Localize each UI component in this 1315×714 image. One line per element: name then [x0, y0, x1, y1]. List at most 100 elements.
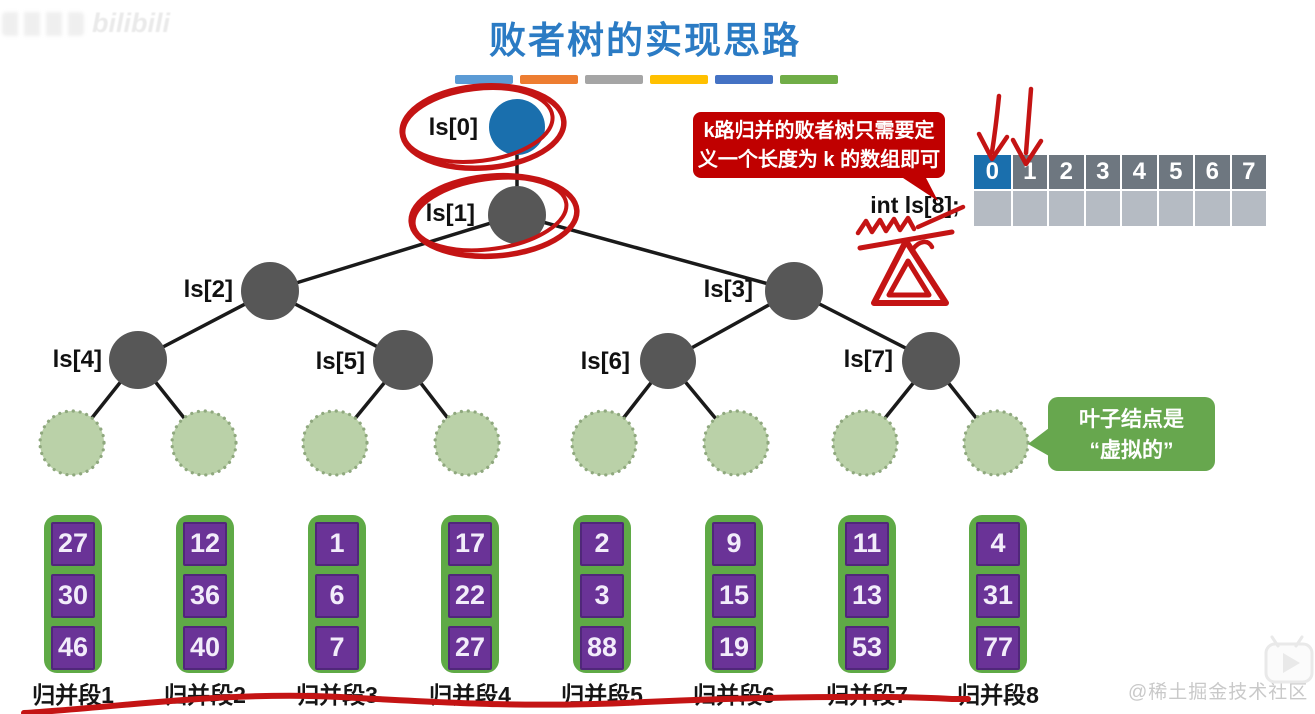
annotation-line1: k路归并的败者树只需要定 — [703, 120, 935, 142]
segment-label-7: 归并段7 — [826, 682, 908, 708]
segment-label-6: 归并段6 — [693, 682, 775, 708]
segment-value: 27 — [448, 626, 492, 670]
segment-8: 4 31 77 — [969, 515, 1027, 673]
leaf-nodes — [38, 409, 1030, 477]
segment-value: 30 — [51, 574, 95, 618]
leaf-node-circle — [170, 409, 238, 477]
segment-5: 2 3 88 — [573, 515, 631, 673]
leaf-node-circle — [831, 409, 899, 477]
segment-value: 17 — [448, 522, 492, 566]
leaf-node-circle — [301, 409, 369, 477]
segment-value: 12 — [183, 522, 227, 566]
segment-7: 11 13 53 — [838, 515, 896, 673]
segment-value: 7 — [315, 626, 359, 670]
segment-label-2: 归并段2 — [164, 682, 246, 708]
segment-value: 9 — [712, 522, 756, 566]
array-cell-7: 7 — [1229, 155, 1266, 189]
array-empty-cell — [1010, 189, 1047, 226]
leaf-node-circle — [433, 409, 501, 477]
tree-node-label-ls6: ls[6] — [580, 348, 630, 375]
tree-node-label-ls2: ls[2] — [183, 276, 233, 303]
leaf-node-circle — [570, 409, 638, 477]
red-arrow-cell0 — [989, 93, 1002, 155]
segment-value: 36 — [183, 574, 227, 618]
leaf-note-line2: “虚拟的” — [1089, 439, 1174, 462]
segment-value: 1 — [315, 522, 359, 566]
segment-label-8: 归并段8 — [957, 682, 1039, 708]
tree-node-label-ls5: ls[5] — [315, 348, 365, 375]
segment-2: 12 36 40 — [176, 515, 234, 673]
code-int-ls8: int ls[8]; — [870, 192, 960, 218]
tree-node-label-ls7: ls[7] — [843, 346, 893, 373]
leaf-node-circle — [38, 409, 106, 477]
red-squiggle — [855, 215, 917, 236]
segment-value: 2 — [580, 522, 624, 566]
leaf-node-circle — [702, 409, 770, 477]
segment-label-4: 归并段4 — [429, 682, 511, 708]
watermark-juejin: @稀土掘金技术社区 — [1128, 682, 1309, 703]
segment-value: 46 — [51, 626, 95, 670]
segment-value: 6 — [315, 574, 359, 618]
red-arrow-cell1 — [1023, 86, 1034, 156]
tree-node-label-ls0: ls[0] — [428, 114, 478, 141]
array-cell-1: 1 — [1010, 155, 1047, 189]
segment-6: 9 15 19 — [705, 515, 763, 673]
segment-1: 27 30 46 — [44, 515, 102, 673]
segment-label-3: 归并段3 — [296, 682, 378, 708]
title-divider-bars — [455, 75, 838, 84]
array-cell-5: 5 — [1156, 155, 1193, 189]
array-empty-cell — [1229, 189, 1266, 226]
ls-array: 0 1 2 3 4 5 6 7 — [974, 155, 1266, 226]
annotation-bubble-red: k路归并的败者树只需要定 义一个长度为 k 的数组即可 — [693, 112, 945, 178]
tree-node-ls7-circle — [902, 332, 960, 390]
divider-bar-orange — [520, 75, 578, 84]
divider-bar-green — [780, 75, 838, 84]
green-bubble-tail — [1028, 428, 1049, 456]
ls-array-empty-row — [974, 189, 1266, 226]
segment-value: 4 — [976, 522, 1020, 566]
tree-node-ls2-circle — [241, 262, 299, 320]
array-empty-cell — [1047, 189, 1084, 226]
watermark-bilibili: bilibili — [92, 8, 170, 38]
play-logo-icon — [1264, 635, 1314, 684]
array-cell-0: 0 — [974, 155, 1011, 189]
segment-4: 17 22 27 — [441, 515, 499, 673]
segment-value: 40 — [183, 626, 227, 670]
leaf-note-bubble: 叶子结点是 “虚拟的” — [1048, 397, 1215, 471]
array-empty-cell — [1156, 189, 1193, 226]
tree-node-ls5-circle — [373, 330, 433, 390]
array-cell-6: 6 — [1193, 155, 1230, 189]
tree-node-ls0-circle — [489, 99, 545, 155]
red-triangle-topline — [857, 229, 955, 251]
leaf-note-line1: 叶子结点是 — [1079, 408, 1184, 431]
array-empty-cell — [1193, 189, 1230, 226]
segment-value: 15 — [712, 574, 756, 618]
divider-bar-blue — [455, 75, 513, 84]
red-triangle-outer — [871, 238, 949, 306]
segment-value: 27 — [51, 522, 95, 566]
tree-node-label-ls3: ls[3] — [703, 276, 753, 303]
tree-node-ls6-circle — [640, 333, 696, 389]
tree-node-label-ls1: ls[1] — [425, 200, 475, 227]
segment-value: 31 — [976, 574, 1020, 618]
array-empty-cell — [974, 189, 1011, 226]
red-triangle-inner — [886, 258, 932, 298]
divider-bar-gray — [585, 75, 643, 84]
segment-value: 11 — [845, 522, 889, 566]
divider-bar-yellow — [650, 75, 708, 84]
segment-label-5: 归并段5 — [561, 682, 643, 708]
segment-value: 3 — [580, 574, 624, 618]
watermark-cjk-blur — [2, 12, 84, 36]
segment-value: 22 — [448, 574, 492, 618]
segment-3: 1 6 7 — [308, 515, 366, 673]
array-cell-4: 4 — [1120, 155, 1157, 189]
divider-bar-darkblue — [715, 75, 773, 84]
segment-value: 53 — [845, 626, 889, 670]
array-empty-cell — [1120, 189, 1157, 226]
leaf-node-circle — [962, 409, 1030, 477]
segment-value: 88 — [580, 626, 624, 670]
page-title: 败者树的实现思路 — [489, 20, 801, 61]
array-empty-cell — [1083, 189, 1120, 226]
red-triangle-curl — [910, 239, 935, 252]
